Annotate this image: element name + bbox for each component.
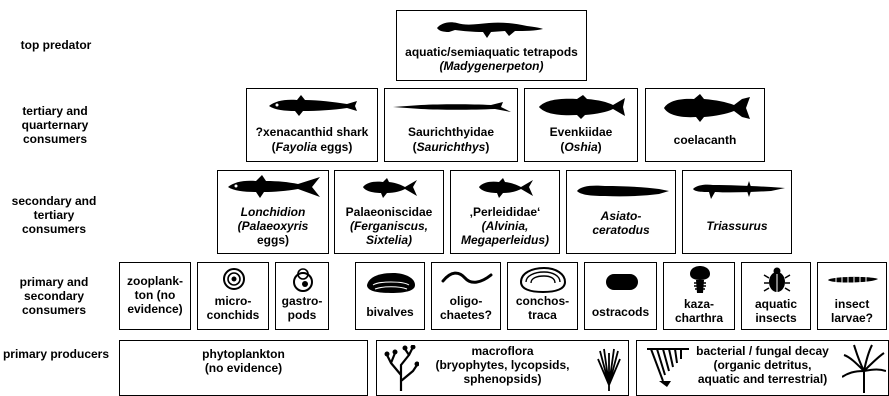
lonchidion-line1: Lonchidion: [218, 205, 328, 219]
box-triassurus: Triassurus: [682, 170, 792, 254]
palaeoniscidae-line2: (Ferganiscus,: [335, 219, 443, 233]
asiatoceratodus-line1: Asiato-: [567, 209, 675, 223]
tetrapod-taxon: (Madygenerpeton): [397, 59, 586, 73]
oligochaetes-line1: oligo-: [432, 294, 500, 308]
coelacanth-silhouette-icon: [662, 93, 752, 123]
conchostracan-shell-icon: [518, 266, 568, 294]
bivalve-shell-icon: [365, 271, 417, 295]
level-top-predator: top predator: [0, 38, 112, 52]
xenacanthid-name: ?xenacanthid shark: [247, 125, 377, 139]
kazacharthran-icon: [686, 265, 714, 295]
level-tertiary-consumers: tertiary and quarternary consumers: [0, 104, 110, 146]
box-perleididae: ‚Perleididae‘ (Alvinia, Megaperleidus): [450, 170, 560, 254]
conchostraca-line2: traca: [508, 308, 577, 322]
box-insect-larvae: insect larvae?: [817, 262, 887, 330]
lonchidion-silhouette-icon: [226, 175, 322, 199]
saurichthys-silhouette-icon: [391, 101, 513, 113]
microconchids-line1: micro-: [198, 294, 268, 308]
macroflora-line3: sphenopsids): [377, 372, 628, 386]
microconchids-line2: conchids: [198, 308, 268, 322]
lonchidion-line2: (Palaeoxyris: [218, 219, 328, 233]
xenacanthid-taxon: (Fayolia eggs): [247, 140, 377, 154]
kazacharthra-line2: charthra: [664, 311, 734, 325]
box-coelacanth: coelacanth: [645, 88, 765, 162]
beetle-icon: [763, 266, 791, 294]
box-phytoplankton: phytoplankton (no evidence): [119, 340, 368, 396]
box-oligochaetes: oligo- chaetes?: [431, 262, 501, 330]
box-zooplankton: zooplank- ton (no evidence): [119, 262, 191, 330]
tetrapod-silhouette-icon: [435, 14, 545, 42]
coelacanth-name: coelacanth: [646, 133, 764, 147]
kazacharthra-line1: kaza-: [664, 297, 734, 311]
level-primary-consumers: primary and secondary consumers: [0, 275, 108, 317]
worm-icon: [441, 269, 493, 287]
macroflora-line1: macroflora: [377, 344, 628, 358]
box-saurichthyidae: Saurichthyidae (Saurichthys): [384, 88, 518, 162]
bivalves-line1: bivalves: [356, 305, 424, 319]
asiatoceratodus-line2: ceratodus: [567, 223, 675, 237]
oshia-silhouette-icon: [537, 94, 627, 120]
phytoplankton-line1: phytoplankton: [120, 347, 367, 361]
shark-silhouette-icon: [267, 95, 359, 117]
box-decay: bacterial / fungal decay (organic detrit…: [636, 340, 889, 396]
gastropods-line2: pods: [276, 308, 328, 322]
saurichthyidae-taxon: (Saurichthys): [385, 140, 517, 154]
gastropods-line1: gastro-: [276, 294, 328, 308]
lonchidion-line3: eggs): [218, 233, 328, 247]
macroflora-line2: (bryophytes, lycopsids,: [377, 358, 628, 372]
tree-fern-icon: [842, 343, 886, 393]
zooplankton-line3: evidence): [120, 302, 190, 316]
perleididae-line3: Megaperleidus): [451, 233, 559, 247]
level-primary-producers: primary producers: [0, 347, 112, 361]
box-aquatic-insects: aquatic insects: [741, 262, 811, 330]
phytoplankton-line2: (no evidence): [120, 361, 367, 375]
perleidid-silhouette-icon: [477, 177, 535, 199]
box-conchostraca: conchos- traca: [507, 262, 578, 330]
evenkiidae-taxon: (Oshia): [525, 140, 637, 154]
insect-larvae-line2: larvae?: [818, 311, 886, 325]
conchostraca-line1: conchos-: [508, 294, 577, 308]
insect-larvae-line1: insect: [818, 297, 886, 311]
evenkiidae-name: Evenkiidae: [525, 125, 637, 139]
aquatic-insects-line2: insects: [742, 311, 810, 325]
perleididae-line1: ‚Perleididae‘: [451, 205, 559, 219]
perleididae-line2: (Alvinia,: [451, 219, 559, 233]
box-gastropods: gastro- pods: [275, 262, 329, 330]
palaeoniscidae-line1: Palaeoniscidae: [335, 205, 443, 219]
box-lonchidion: Lonchidion (Palaeoxyris eggs): [217, 170, 329, 254]
palaeoniscid-silhouette-icon: [361, 177, 419, 199]
sphenopsid-plant-icon: [596, 345, 622, 391]
saurichthyidae-name: Saurichthyidae: [385, 125, 517, 139]
zooplankton-line1: zooplank-: [120, 274, 190, 288]
microconchid-spiral-icon: [222, 267, 246, 291]
aquatic-insects-line1: aquatic: [742, 297, 810, 311]
box-asiatoceratodus: Asiato- ceratodus: [566, 170, 676, 254]
box-macroflora: macroflora (bryophytes, lycopsids, sphen…: [376, 340, 629, 396]
box-ostracods: ostracods: [584, 262, 657, 330]
palaeoniscidae-line3: Sixtelia): [335, 233, 443, 247]
box-xenacanthid: ?xenacanthid shark (Fayolia eggs): [246, 88, 378, 162]
triassurus-line1: Triassurus: [683, 219, 791, 233]
ostracod-icon: [604, 271, 640, 293]
box-microconchids: micro- conchids: [197, 262, 269, 330]
box-evenkiidae: Evenkiidae (Oshia): [524, 88, 638, 162]
larva-icon: [826, 273, 880, 287]
triassurus-silhouette-icon: [691, 179, 787, 201]
ostracods-line1: ostracods: [585, 305, 656, 319]
level-secondary-consumers: secondary and tertiary consumers: [0, 194, 108, 236]
oligochaetes-line2: chaetes?: [432, 308, 500, 322]
box-bivalves: bivalves: [355, 262, 425, 330]
box-kazacharthra: kaza- charthra: [663, 262, 735, 330]
gastropod-shell-icon: [291, 266, 315, 292]
lungfish-silhouette-icon: [575, 181, 671, 201]
box-tetrapods: aquatic/semiaquatic tetrapods (Madygener…: [396, 10, 587, 81]
tetrapod-name: aquatic/semiaquatic tetrapods: [397, 45, 586, 59]
zooplankton-line2: ton (no: [120, 288, 190, 302]
box-palaeoniscidae: Palaeoniscidae (Ferganiscus, Sixtelia): [334, 170, 444, 254]
